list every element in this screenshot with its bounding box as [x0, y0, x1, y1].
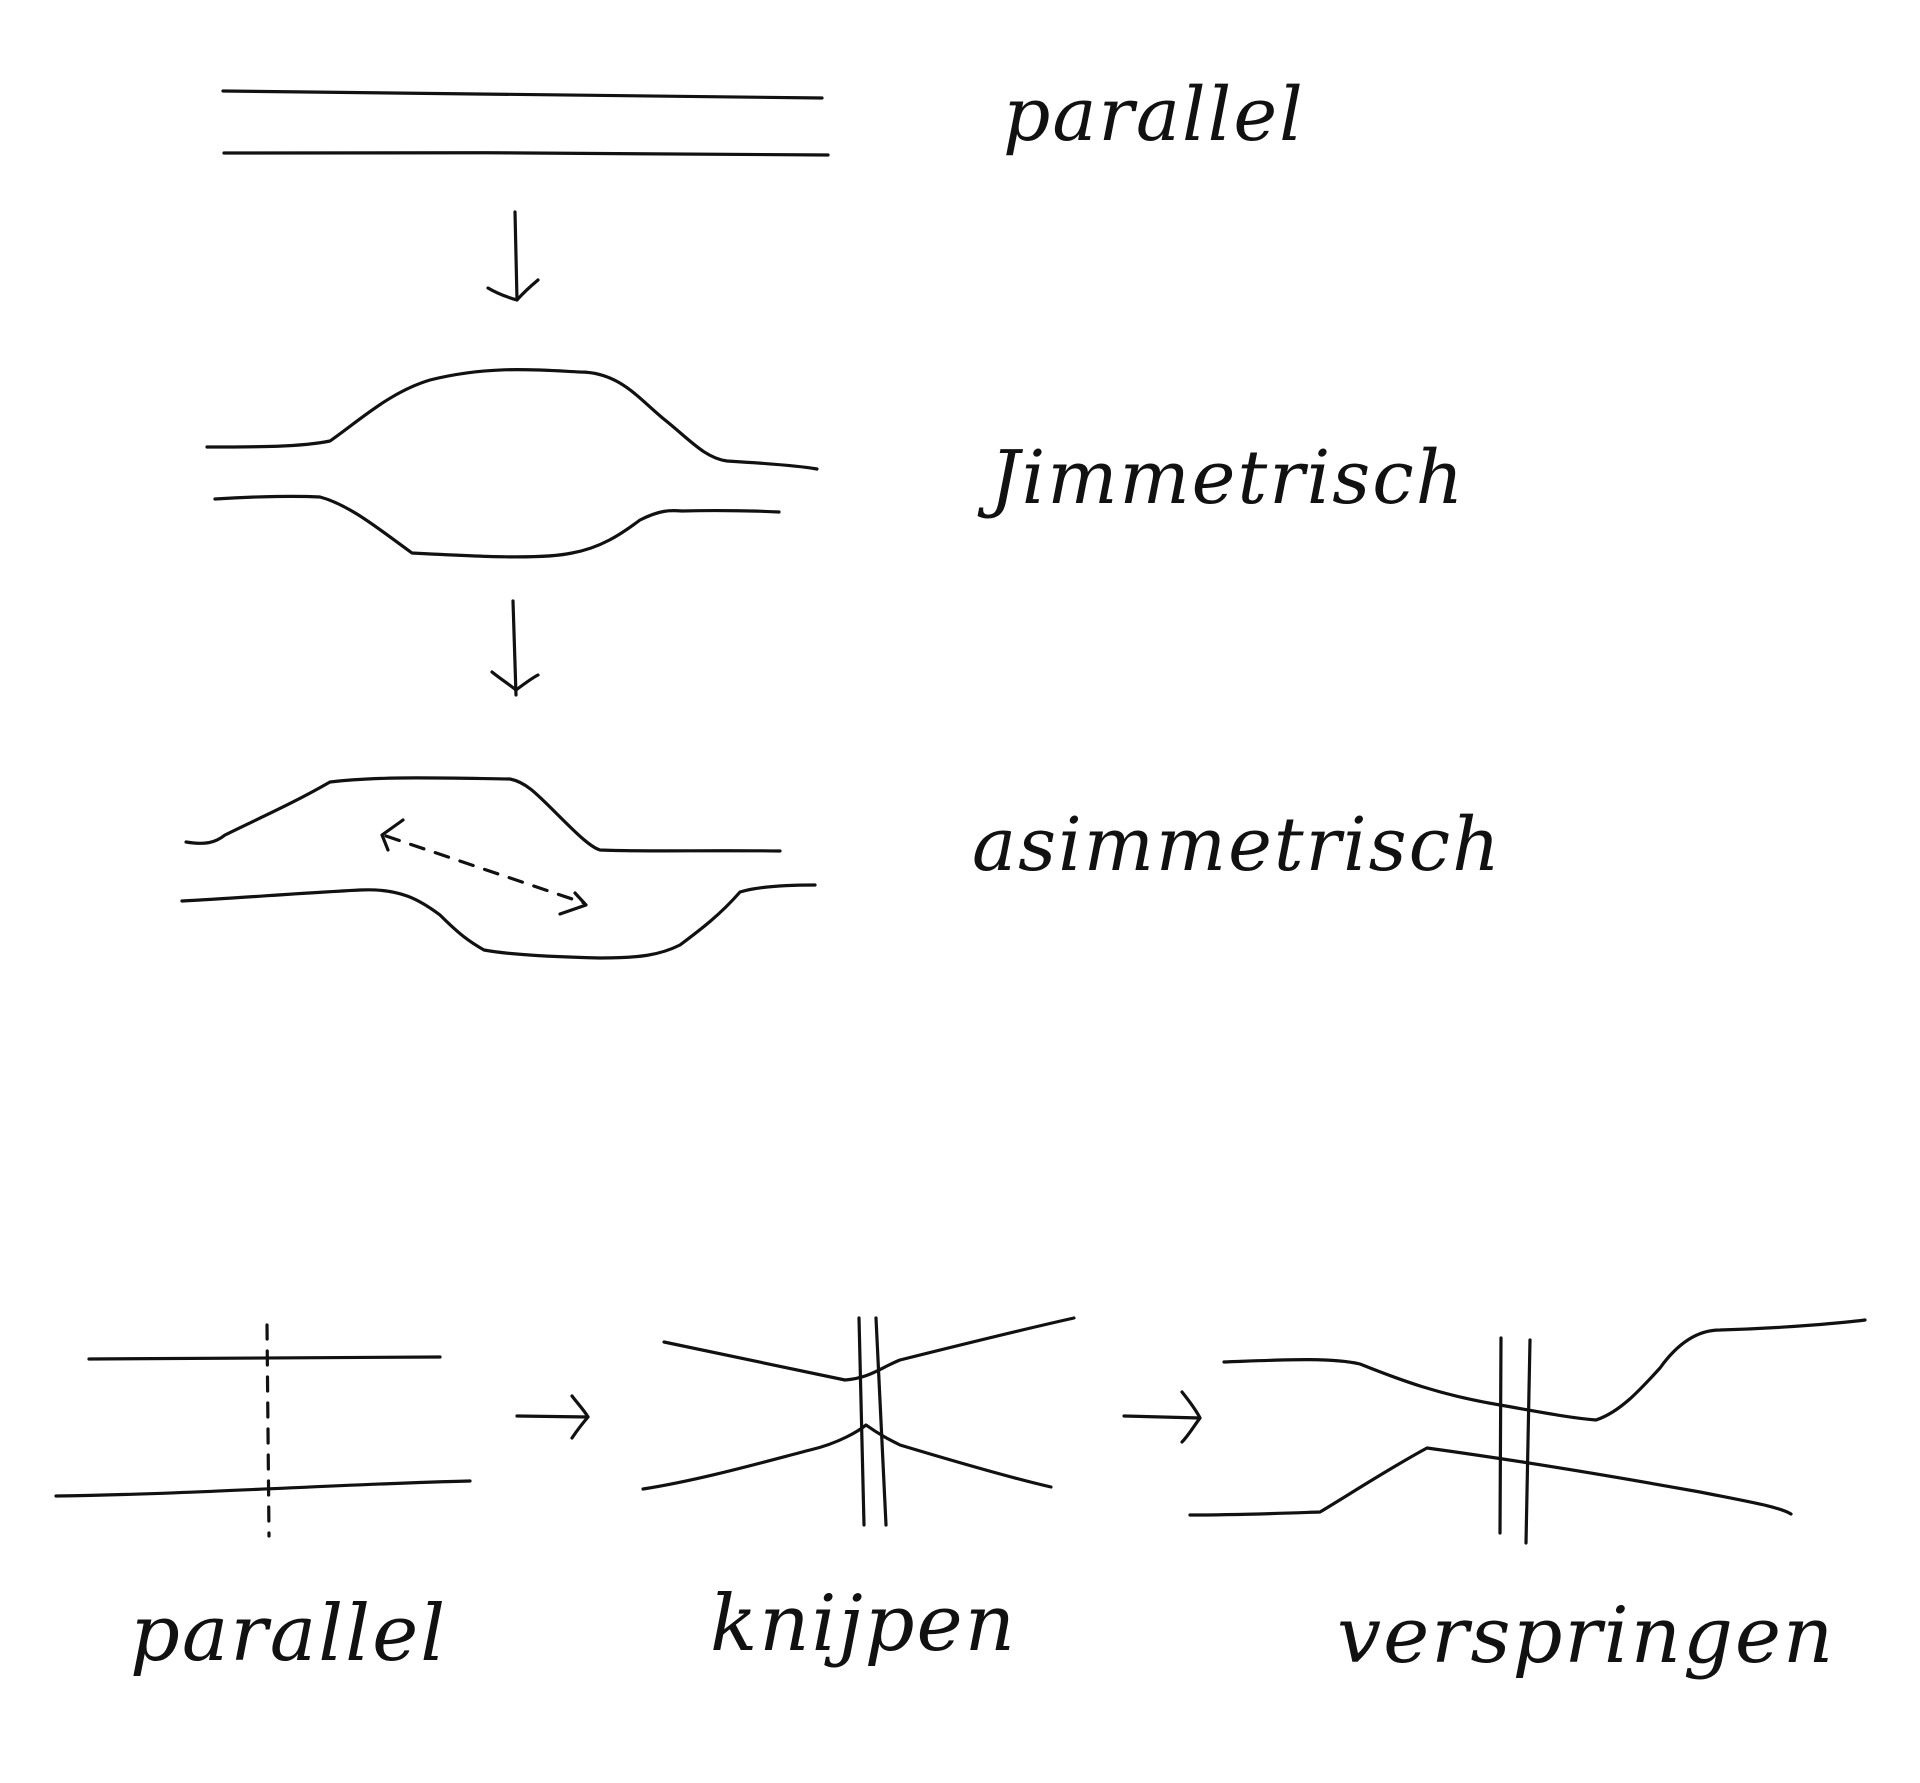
bottom-parallel-line-lower	[54, 1479, 472, 1498]
bottom-parallel-figure	[54, 1323, 472, 1538]
pinch-divider-left	[857, 1316, 866, 1527]
pinch-figure	[641, 1316, 1076, 1527]
shift-figure	[1188, 1318, 1867, 1545]
pinch-line-upper	[662, 1316, 1076, 1382]
shift-line-upper	[1222, 1318, 1867, 1422]
label-pinch: knijpen	[710, 1579, 1017, 1669]
arrow-right-icon	[1122, 1390, 1202, 1444]
label-asymmetric: asimmetrisch	[972, 802, 1502, 888]
symmetric-line-upper	[205, 367, 819, 471]
symmetric-figure	[205, 367, 819, 559]
top-parallel-figure	[221, 89, 830, 157]
shift-divider-left	[1498, 1336, 1503, 1535]
pinch-line-lower	[641, 1423, 1053, 1491]
label-bottom-parallel: parallel	[130, 1589, 447, 1679]
label-symmetric: Jimmetrisch	[977, 435, 1465, 521]
top-parallel-line-lower	[222, 151, 830, 157]
arrow-down-icon	[486, 210, 540, 302]
arrow-right-icon	[515, 1394, 590, 1440]
asymmetric-figure	[180, 776, 817, 960]
shift-line-lower	[1188, 1446, 1793, 1517]
asymmetric-line-lower	[180, 883, 817, 960]
symmetric-line-lower	[213, 494, 781, 559]
arrowhead-left-icon	[380, 818, 405, 852]
asymmetric-line-upper	[184, 776, 782, 853]
label-top-parallel: parallel	[1003, 72, 1305, 158]
label-shift: verspringen	[1337, 1591, 1835, 1681]
shift-divider-right	[1524, 1338, 1532, 1545]
bottom-parallel-line-upper	[87, 1355, 442, 1361]
top-parallel-line-upper	[221, 89, 824, 100]
arrowhead-right-icon	[558, 891, 588, 916]
pinch-divider-right	[874, 1316, 888, 1527]
arrow-down-icon	[490, 599, 540, 697]
bottom-parallel-divider	[265, 1323, 271, 1538]
dashed-diagonal-arrow	[384, 834, 586, 905]
